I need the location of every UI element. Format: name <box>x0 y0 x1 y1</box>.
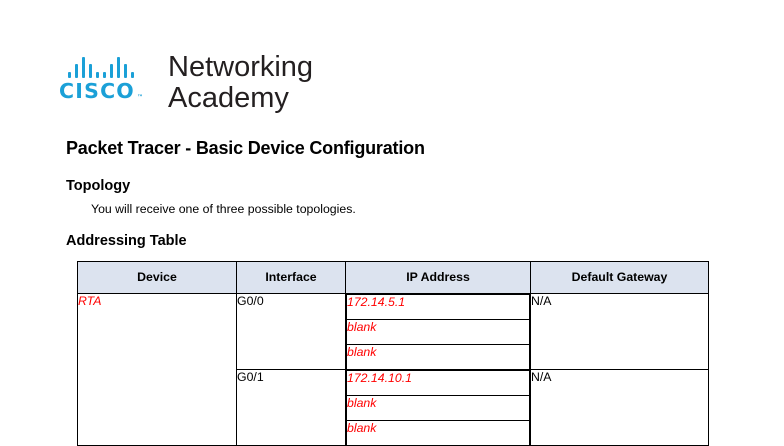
ip-address-value: 172.14.10.1 <box>347 371 412 385</box>
ip-subcell: 172.14.5.1 <box>346 294 530 320</box>
column-header-ip-address: IP Address <box>345 261 531 294</box>
table-row: RTA G0/0 172.14.5.1 blank <box>77 293 709 446</box>
page-title: Packet Tracer - Basic Device Configurati… <box>66 138 425 158</box>
cell-ip-address-stack: 172.14.10.1 blank blank <box>345 369 531 446</box>
addressing-table: Device Interface IP Address Default Gate… <box>77 261 709 446</box>
trademark-icon: ™ <box>136 93 143 101</box>
addressing-table-container: Device Interface IP Address Default Gate… <box>77 261 709 446</box>
ip-address-subtable: 172.14.10.1 blank blank <box>346 370 530 445</box>
column-header-device: Device <box>77 261 237 294</box>
ip-subcell: blank <box>346 395 530 421</box>
cisco-logo-mark: CISCO ™ <box>49 57 153 102</box>
logo-line-academy: Academy <box>168 82 289 115</box>
ip-subrow: 172.14.5.1 <box>346 294 530 320</box>
device-name-value: RTA <box>78 294 102 308</box>
cisco-wordmark: CISCO ™ <box>59 81 143 102</box>
ip-subcell: blank <box>346 319 530 345</box>
ip-subcell: blank <box>346 420 530 445</box>
ip-subcell: blank <box>346 344 530 369</box>
cell-device: RTA <box>77 293 237 446</box>
ip-address-subtable: 172.14.5.1 blank blank <box>346 294 530 369</box>
ip-address-value: blank <box>347 320 377 334</box>
logo-line-networking: Networking <box>168 51 314 83</box>
column-header-default-gateway: Default Gateway <box>530 261 709 294</box>
cell-ip-address-stack: 172.14.5.1 blank blank <box>345 293 531 370</box>
networking-academy-wordmark: Networking Academy <box>168 51 314 115</box>
ip-subrow: blank <box>346 344 530 369</box>
cisco-wordmark-text: CISCO <box>59 79 135 103</box>
column-header-interface: Interface <box>236 261 346 294</box>
table-header-row: Device Interface IP Address Default Gate… <box>77 261 709 294</box>
ip-address-value: blank <box>347 421 377 435</box>
ip-address-value: 172.14.5.1 <box>347 295 406 309</box>
cell-interface: G0/0 <box>236 293 346 370</box>
ip-subcell: 172.14.10.1 <box>346 370 530 396</box>
ip-address-value: blank <box>347 396 377 410</box>
cisco-networking-academy-logo: CISCO ™ Networking Academy <box>49 51 313 114</box>
ip-subrow: blank <box>346 395 530 421</box>
ip-subrow: blank <box>346 420 530 445</box>
ip-subrow: blank <box>346 319 530 345</box>
topology-body-text: You will receive one of three possible t… <box>91 202 356 216</box>
ip-subrow: 172.14.10.1 <box>346 370 530 396</box>
cell-interface: G0/1 <box>236 369 346 446</box>
ip-address-value: blank <box>347 345 377 359</box>
cisco-bridge-icon <box>68 57 134 78</box>
section-heading-topology: Topology <box>66 178 131 194</box>
cell-default-gateway: N/A <box>530 369 709 446</box>
cell-default-gateway: N/A <box>530 293 709 370</box>
section-heading-addressing-table: Addressing Table <box>66 233 187 249</box>
table-row: G0/1 172.14.10.1 blank <box>78 369 709 446</box>
